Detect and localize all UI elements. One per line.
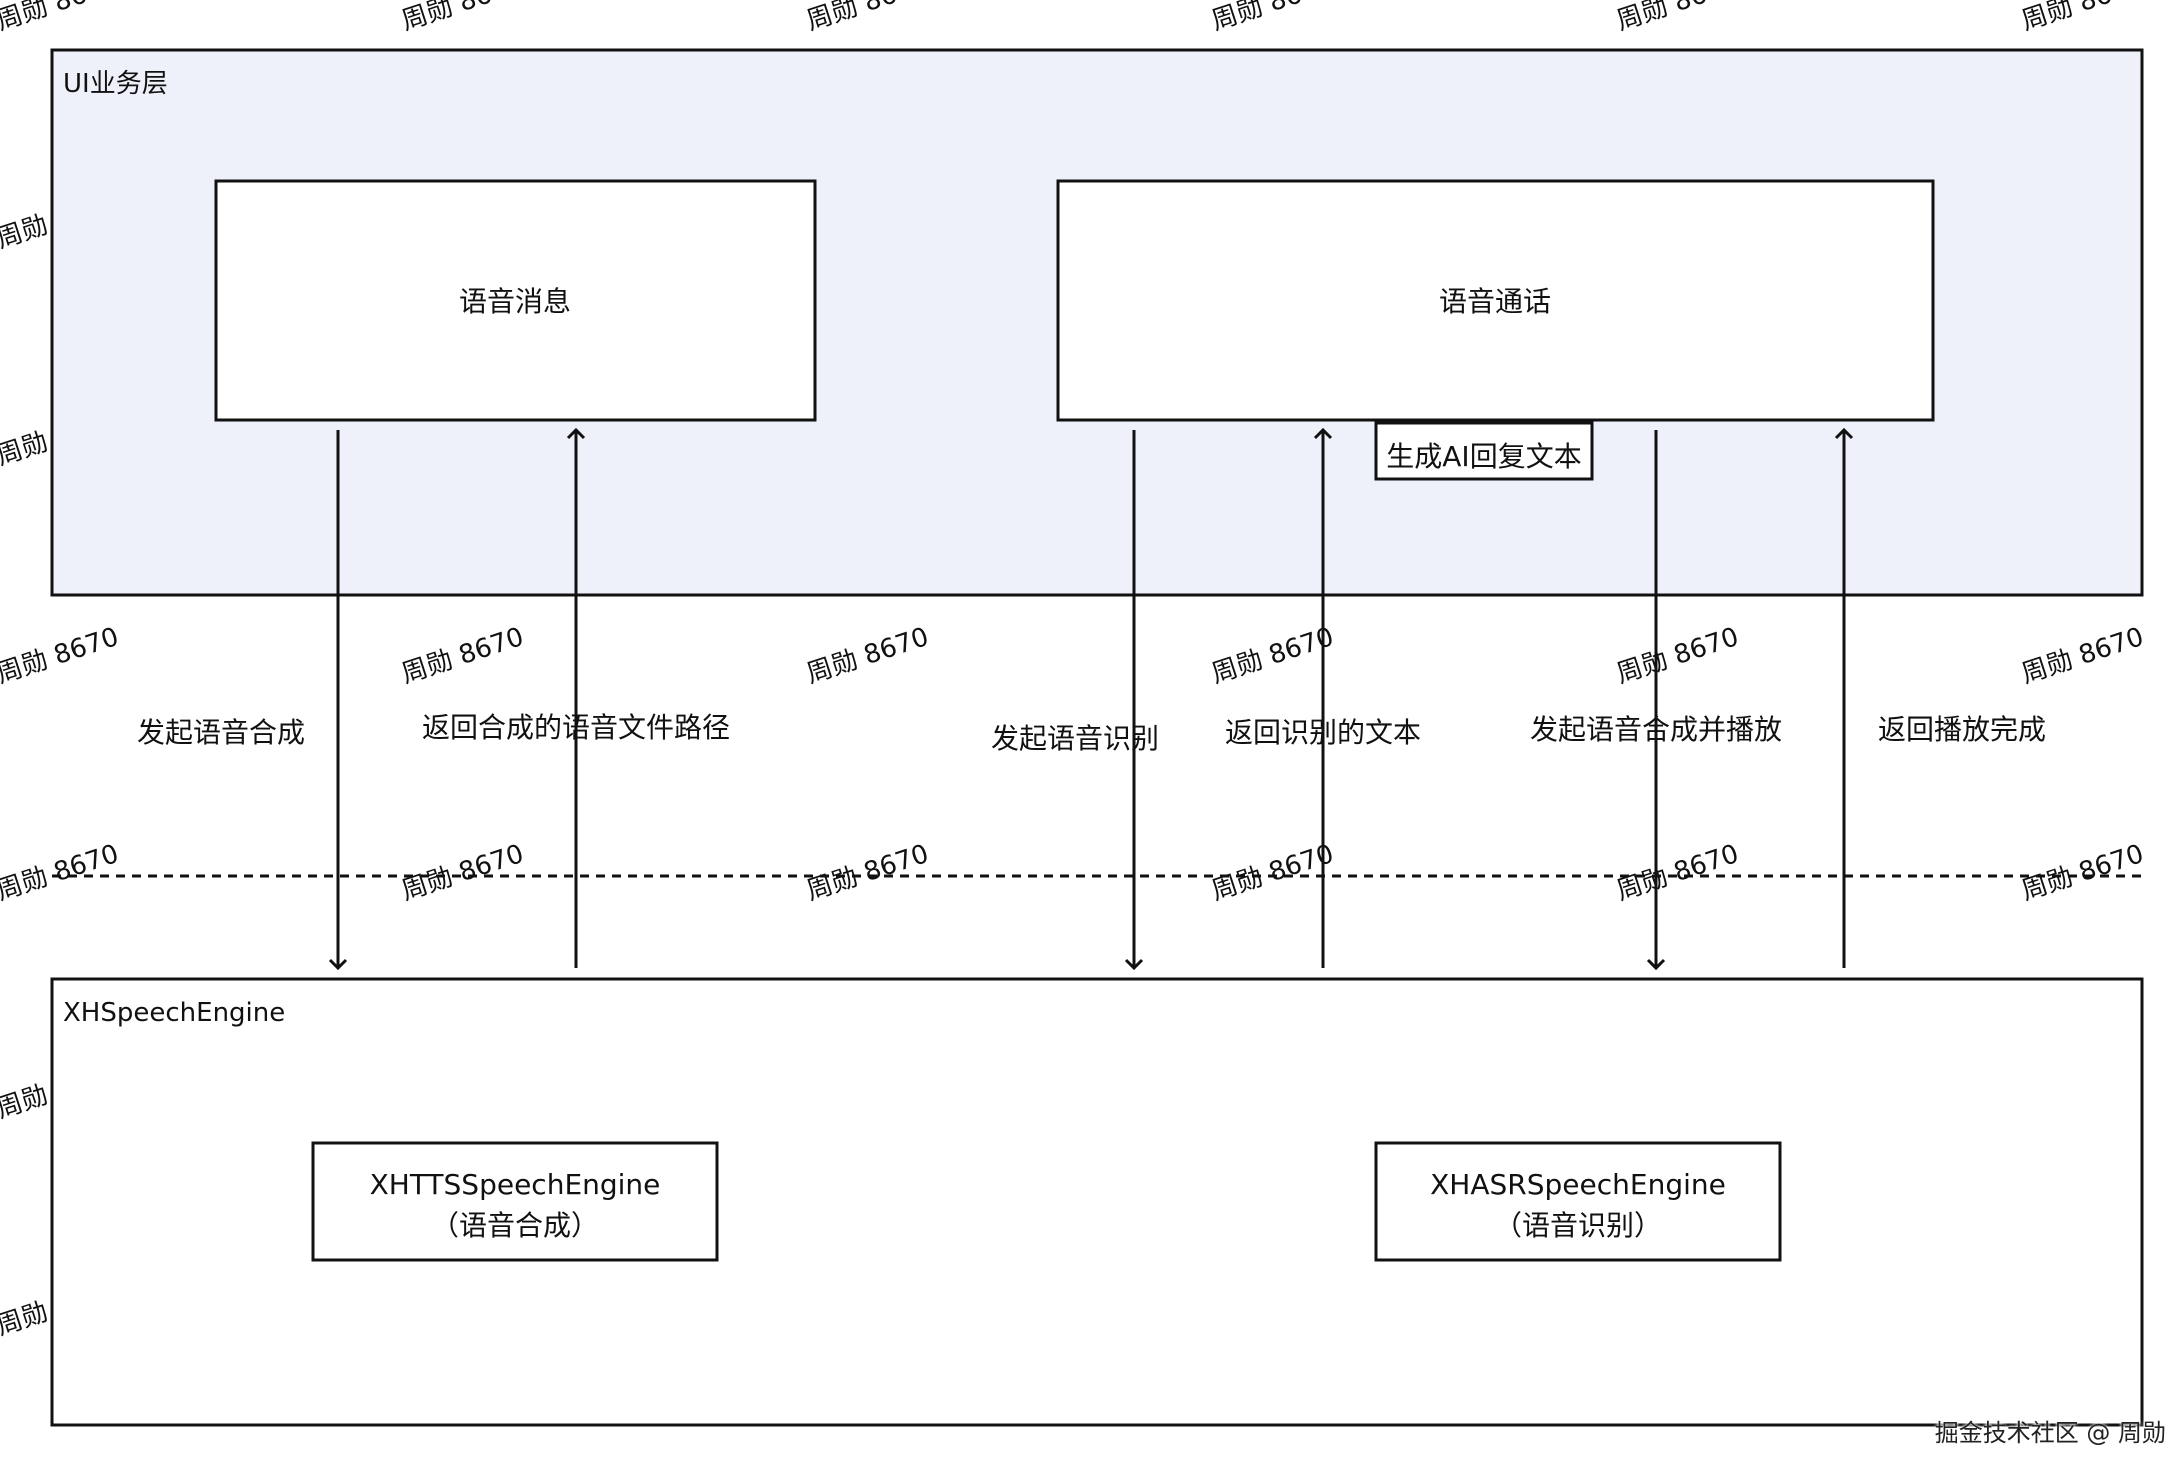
watermark-text: 周勋 8670 <box>1613 0 1743 37</box>
watermark-text: 周勋 8670 <box>0 0 122 37</box>
watermark-text: 周勋 8670 <box>803 0 933 37</box>
watermark-text: 周勋 8670 <box>803 839 933 907</box>
watermark-text: 周勋 8670 <box>398 839 528 907</box>
ui-layer-label: UI业务层 <box>63 69 168 99</box>
asr-engine-desc: （语音识别） <box>1494 1209 1662 1242</box>
watermark-text: 周勋 8670 <box>1208 622 1338 690</box>
credit-footer: 掘金技术社区 @ 周勋 <box>1934 1419 2166 1447</box>
engine-layer-label: XHSpeechEngine <box>63 998 285 1028</box>
voice-call-box <box>1056 179 1935 422</box>
watermark-text: 周勋 8670 <box>0 839 122 907</box>
watermark-text: 周勋 8670 <box>0 622 122 690</box>
watermark-text: 周勋 8670 <box>1208 839 1338 907</box>
voice-message-box <box>214 179 817 422</box>
label-return-recognized-text: 返回识别的文本 <box>1225 716 1421 749</box>
tts-engine-box <box>311 1141 719 1262</box>
voice-message-label: 语音消息 <box>459 285 571 318</box>
watermark-text: 周勋 8670 <box>2018 839 2148 907</box>
watermark-text: 周勋 8670 <box>398 622 528 690</box>
generate-ai-reply-label: 生成AI回复文本 <box>1386 440 1581 473</box>
asr-engine-name: XHASRSpeechEngine <box>1430 1168 1726 1201</box>
watermark-text: 周勋 8670 <box>803 622 933 690</box>
label-return-play-done: 返回播放完成 <box>1878 713 2046 746</box>
tts-engine-name: XHTTSSpeechEngine <box>370 1168 661 1201</box>
label-start-recognition: 发起语音识别 <box>991 722 1159 755</box>
generate-ai-reply-box <box>1374 421 1594 481</box>
label-synth-and-play: 发起语音合成并播放 <box>1530 713 1782 746</box>
asr-engine-box <box>1374 1141 1782 1262</box>
watermark-text: 周勋 8670 <box>2018 622 2148 690</box>
watermark-text: 周勋 8670 <box>2018 0 2148 37</box>
voice-call-label: 语音通话 <box>1439 285 1551 318</box>
label-return-synth-path: 返回合成的语音文件路径 <box>422 711 730 744</box>
tts-engine-desc: （语音合成） <box>431 1209 599 1242</box>
label-start-synthesis: 发起语音合成 <box>137 716 305 749</box>
watermark-text: 周勋 8670 <box>1613 622 1743 690</box>
watermark-text: 周勋 8670 <box>398 0 528 37</box>
watermark-text: 周勋 8670 <box>1208 0 1338 37</box>
watermark-text: 周勋 8670 <box>1613 839 1743 907</box>
